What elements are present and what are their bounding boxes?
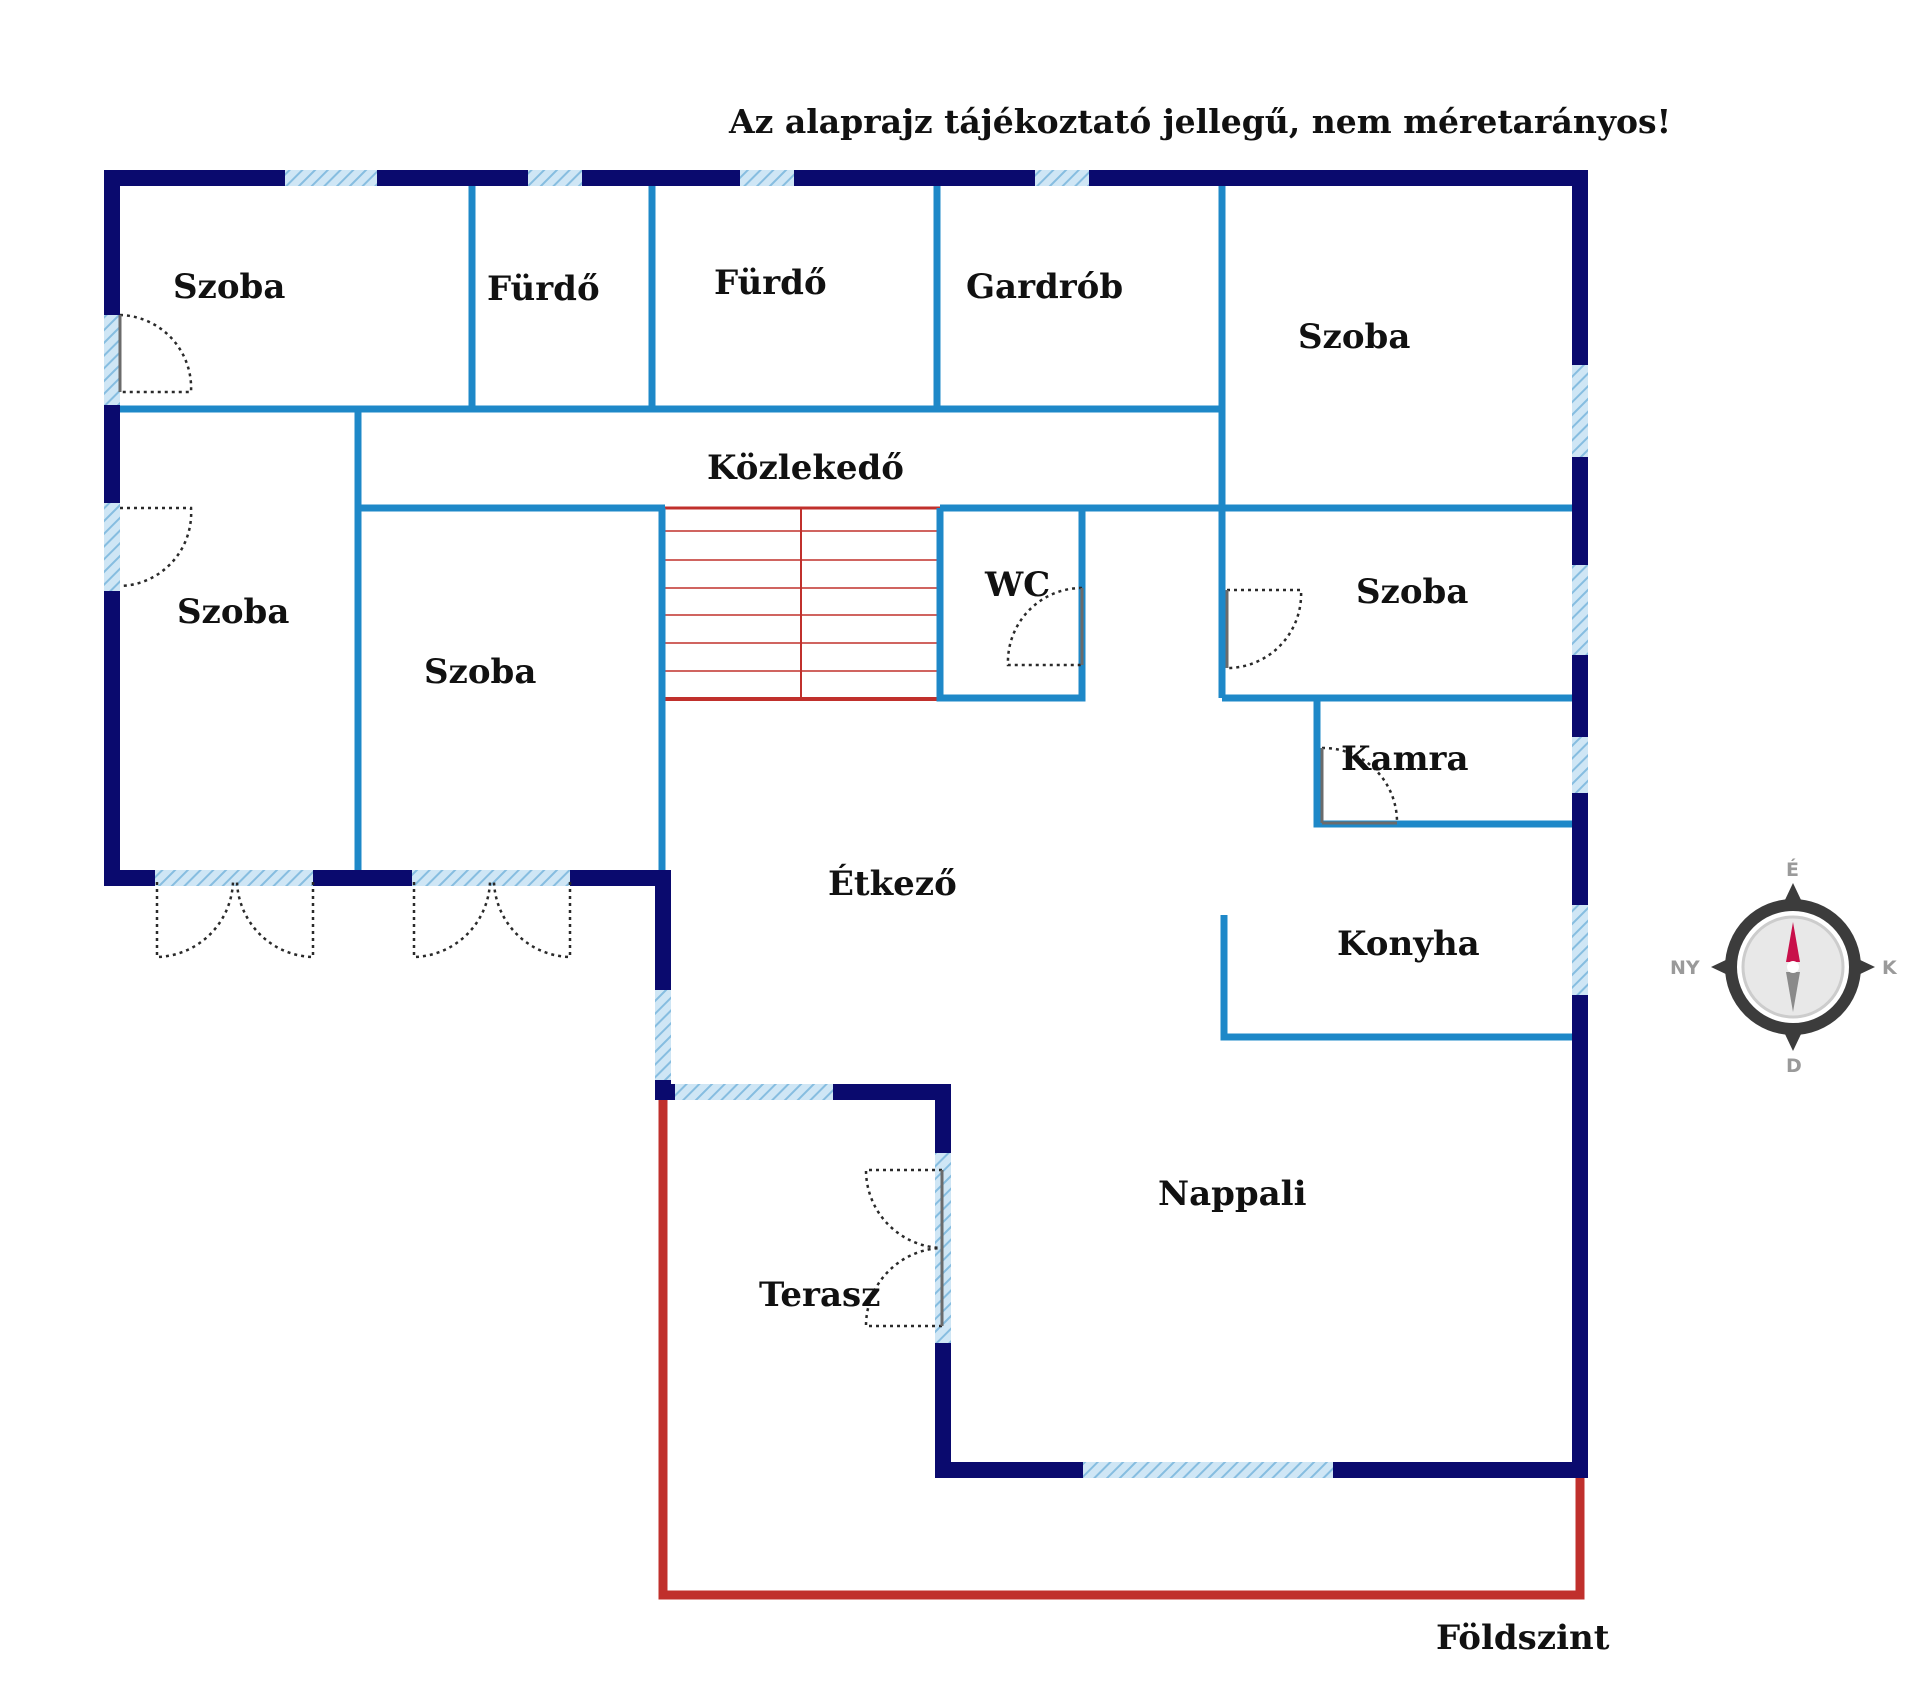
room-label-furdo-2: Fürdő xyxy=(714,263,827,303)
door xyxy=(864,1246,943,1328)
door xyxy=(155,881,235,959)
window xyxy=(655,990,671,1080)
door xyxy=(1006,586,1083,667)
window xyxy=(412,870,570,886)
window xyxy=(155,870,313,886)
room-label-nappali: Nappali xyxy=(1158,1174,1307,1214)
room-label-szoba-top-right: Szoba xyxy=(1298,317,1410,357)
room-label-szoba-right: Szoba xyxy=(1356,572,1468,612)
door xyxy=(119,313,193,394)
window xyxy=(675,1084,833,1100)
door xyxy=(235,881,315,959)
room-labels: Szoba Fürdő Fürdő Gardrób Szoba Közleked… xyxy=(173,263,1480,1315)
window xyxy=(104,503,120,591)
door xyxy=(119,506,193,588)
compass-east-label: K xyxy=(1882,957,1898,979)
door xyxy=(412,881,492,959)
window xyxy=(285,170,377,186)
window xyxy=(104,315,120,405)
room-label-terasz: Terasz xyxy=(759,1275,880,1315)
terrace-outline xyxy=(658,1099,1585,1600)
room-label-gardrob: Gardrób xyxy=(966,267,1123,307)
compass-west-label: NY xyxy=(1670,957,1700,979)
compass-south-label: D xyxy=(1786,1055,1802,1077)
room-label-kamra: Kamra xyxy=(1341,739,1469,779)
window xyxy=(1572,365,1588,457)
room-label-etkezo: Étkező xyxy=(828,863,957,904)
window xyxy=(528,170,582,186)
room-label-szoba-left: Szoba xyxy=(177,592,289,632)
door-leaves xyxy=(118,315,1397,1326)
window xyxy=(1035,170,1089,186)
door xyxy=(492,881,572,959)
compass-needle-north xyxy=(1786,922,1800,962)
disclaimer-text: Az alaprajz tájékoztató jellegű, nem mér… xyxy=(728,102,1671,141)
room-label-szoba-middle: Szoba xyxy=(424,652,536,692)
door xyxy=(1226,588,1303,670)
compass-needle-south xyxy=(1786,972,1800,1012)
staircase xyxy=(664,506,940,701)
room-label-wc: WC xyxy=(984,565,1050,605)
window xyxy=(1572,737,1588,793)
door xyxy=(1321,746,1399,825)
inner-walls xyxy=(112,178,1575,1041)
window xyxy=(740,170,794,186)
compass-north-label: É xyxy=(1786,858,1799,881)
room-label-kozlekedo: Közlekedő xyxy=(707,448,904,488)
doors xyxy=(119,313,1399,1328)
room-label-furdo-1: Fürdő xyxy=(487,269,600,309)
room-label-szoba-top-left: Szoba xyxy=(173,267,285,307)
door xyxy=(864,1168,943,1250)
compass: É D NY K xyxy=(1670,858,1898,1077)
window xyxy=(1572,565,1588,655)
room-label-konyha: Konyha xyxy=(1337,924,1480,964)
window xyxy=(1083,1462,1333,1478)
level-label: Földszint xyxy=(1436,1618,1610,1658)
window xyxy=(1572,905,1588,995)
